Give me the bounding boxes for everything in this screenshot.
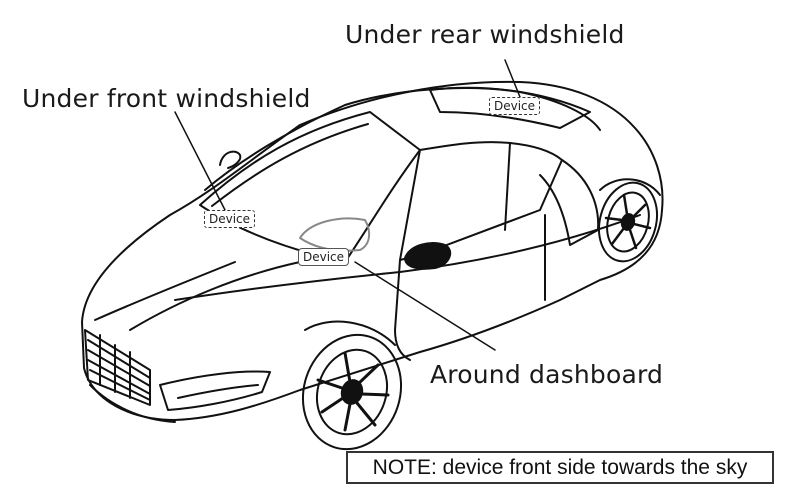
car-body-outline	[81, 80, 664, 421]
roof-line	[204, 87, 601, 191]
rear-wheel	[598, 181, 658, 263]
dashboard	[299, 217, 371, 252]
device-tag-front: Device	[204, 210, 256, 228]
leader-rear	[504, 59, 521, 98]
side-window	[399, 141, 563, 261]
note-box: NOTE: device front side towards the sky	[346, 451, 774, 484]
headlight	[159, 370, 271, 411]
device-tag-dashboard: Device	[298, 248, 350, 266]
front-windshield	[199, 111, 421, 263]
note-text: NOTE: device front side towards the sky	[372, 455, 748, 479]
label-around-dashboard: Around dashboard	[430, 360, 664, 389]
leader-front	[174, 111, 226, 211]
leader-dash	[354, 261, 496, 351]
label-under-front-windshield: Under front windshield	[22, 84, 311, 113]
rear-windshield	[429, 86, 591, 129]
front-grille	[84, 329, 151, 406]
front-wheel	[301, 333, 403, 451]
side-mirror	[404, 242, 452, 270]
device-tag-rear: Device	[489, 97, 541, 115]
label-under-rear-windshield: Under rear windshield	[345, 20, 625, 49]
